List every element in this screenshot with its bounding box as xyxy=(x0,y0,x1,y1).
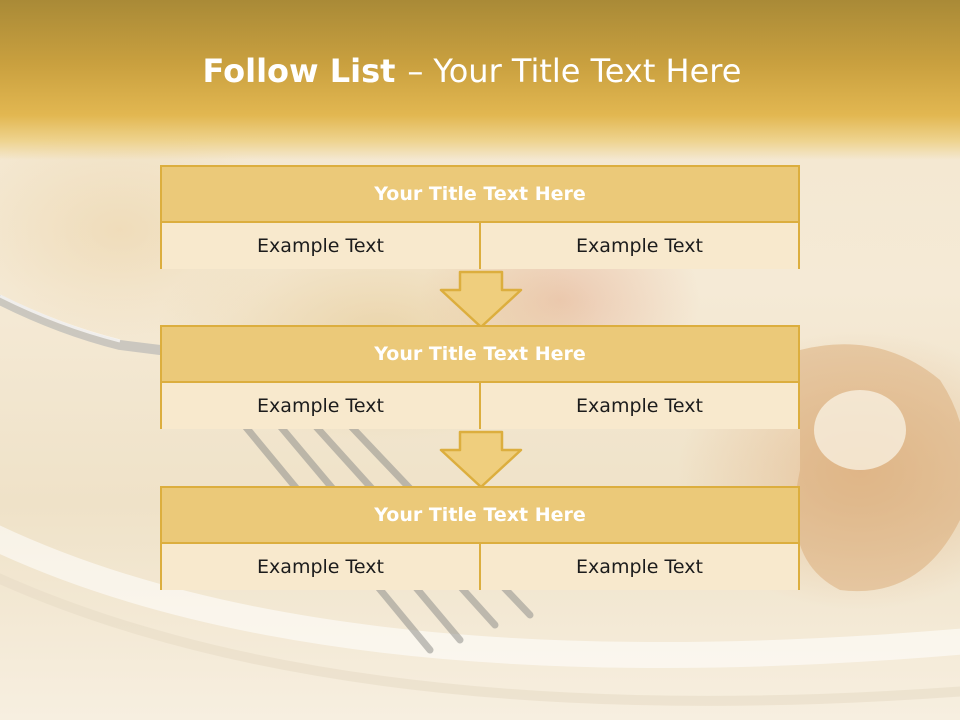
down-arrow-icon xyxy=(439,430,523,489)
flow-block-title: Your Title Text Here xyxy=(162,488,798,544)
down-arrow-icon xyxy=(439,270,523,329)
slide-title: Follow List–Your Title Text Here xyxy=(0,52,944,90)
flow-block-2: Your Title Text Here Example Text Exampl… xyxy=(160,325,800,429)
slide-title-dash: – xyxy=(407,52,424,90)
flow-block-cell-left: Example Text xyxy=(162,223,479,269)
flow-block-1: Your Title Text Here Example Text Exampl… xyxy=(160,165,800,269)
flow-block-cell-right: Example Text xyxy=(479,544,798,590)
flow-block-title: Your Title Text Here xyxy=(162,327,798,383)
flow-block-cell-right: Example Text xyxy=(479,383,798,429)
flow-block-cell-left: Example Text xyxy=(162,383,479,429)
flow-block-cell-left: Example Text xyxy=(162,544,479,590)
slide-title-rest: Your Title Text Here xyxy=(433,52,742,90)
slide-title-bold: Follow List xyxy=(202,52,396,90)
flow-block-cell-right: Example Text xyxy=(479,223,798,269)
title-band xyxy=(0,0,960,160)
flow-block-3: Your Title Text Here Example Text Exampl… xyxy=(160,486,800,590)
flow-block-title: Your Title Text Here xyxy=(162,167,798,223)
